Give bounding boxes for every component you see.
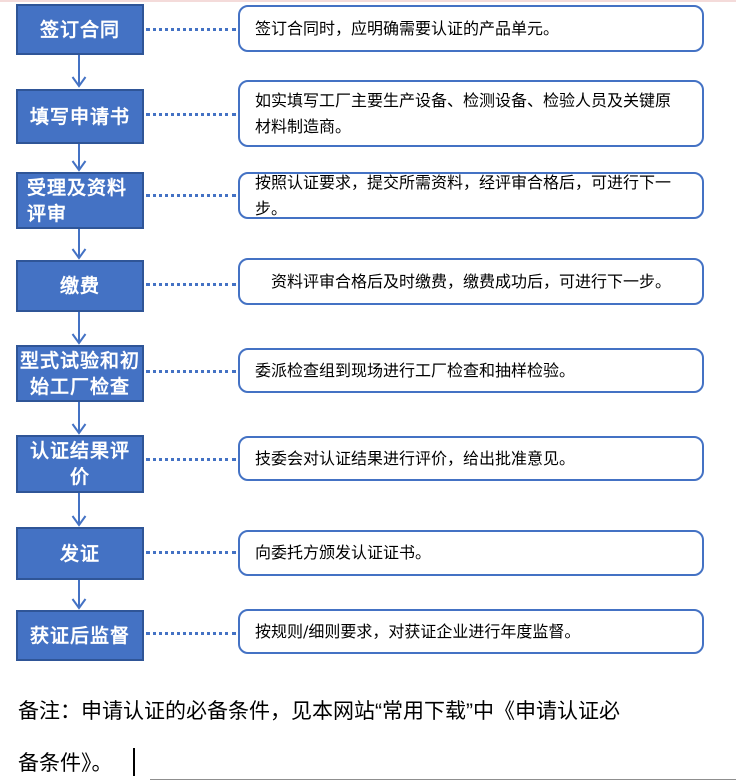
flow-note-text: 资料评审合格后及时缴费，缴费成功后，可进行下一步。 — [270, 271, 671, 291]
flow-step-box-issue-certificate[interactable]: 发证 — [16, 527, 144, 580]
flow-note-text: 按照认证要求，提交所需资料，经评审合格后，可进行下一步。 — [255, 172, 672, 218]
text-cursor — [133, 748, 135, 776]
flow-step-label: 填写申请书 — [29, 105, 130, 128]
flow-note-text: 按规则/细则要求，对获证企业进行年度监督。 — [255, 621, 581, 641]
dotted-connector — [146, 283, 236, 286]
flow-note-box[interactable]: 向委托方颁发认证证书。 — [238, 530, 704, 576]
flow-note-text: 签订合同时，应明确需要认证的产品单元。 — [255, 18, 560, 38]
down-arrow-icon — [71, 229, 87, 260]
flow-step-box-fill-application[interactable]: 填写申请书 — [16, 89, 144, 144]
flow-note-box[interactable]: 委派检查组到现场进行工厂检查和抽样检验。 — [238, 348, 704, 393]
flow-note-text: 技委会对认证结果进行评价，给出批准意见。 — [255, 448, 576, 468]
flow-step-label: 型式试验和初 始工厂检查 — [19, 349, 140, 398]
flow-note-box[interactable]: 签订合同时，应明确需要认证的产品单元。 — [238, 5, 704, 52]
flow-note-text: 如实填写工厂主要生产设备、检测设备、检验人员及关键原 材料制造商。 — [255, 90, 672, 136]
flow-step-box-sign-contract[interactable]: 签订合同 — [16, 4, 144, 55]
dotted-connector — [146, 632, 236, 635]
down-arrow-icon — [71, 144, 87, 172]
remark-paragraph[interactable]: 备注：申请认证的必备条件，见本网站“常用下载”中《申请认证必 备条件》。 — [18, 700, 620, 775]
page-bottom-border — [150, 779, 736, 780]
flow-step-label: 认证结果评 价 — [29, 440, 130, 488]
flow-step-label: 缴费 — [59, 275, 100, 297]
page-top-border — [0, 0, 736, 2]
flow-note-box[interactable]: 资料评审合格后及时缴费，缴费成功后，可进行下一步。 — [238, 258, 704, 305]
flow-note-text: 委派检查组到现场进行工厂检查和抽样检验。 — [255, 360, 576, 380]
dotted-connector — [146, 370, 236, 373]
down-arrow-icon — [71, 402, 87, 435]
flow-note-text: 向委托方颁发认证证书。 — [255, 543, 432, 562]
down-arrow-icon — [71, 580, 87, 610]
flow-step-box-post-cert-supervision[interactable]: 获证后监督 — [16, 610, 144, 661]
flow-step-label: 签订合同 — [39, 18, 120, 41]
flow-note-box[interactable]: 如实填写工厂主要生产设备、检测设备、检验人员及关键原 材料制造商。 — [238, 80, 704, 147]
flow-note-box[interactable]: 按照认证要求，提交所需资料，经评审合格后，可进行下一步。 — [238, 172, 704, 219]
down-arrow-icon — [71, 493, 87, 527]
flow-step-box-type-test-inspection[interactable]: 型式试验和初 始工厂检查 — [16, 345, 144, 402]
flow-step-label: 获证后监督 — [29, 624, 130, 647]
down-arrow-icon — [71, 55, 87, 88]
dotted-connector — [146, 458, 236, 461]
flow-note-box[interactable]: 按规则/细则要求，对获证企业进行年度监督。 — [238, 609, 704, 654]
flow-step-label: 发证 — [59, 542, 100, 565]
flow-step-box-result-evaluation[interactable]: 认证结果评 价 — [16, 435, 144, 493]
flow-note-box[interactable]: 技委会对认证结果进行评价，给出批准意见。 — [238, 436, 704, 481]
dotted-connector — [146, 194, 236, 197]
flow-step-box-payment[interactable]: 缴费 — [16, 260, 144, 312]
dotted-connector — [146, 28, 236, 31]
dotted-connector — [146, 551, 236, 554]
flow-step-box-acceptance-review[interactable]: 受理及资料 评审 — [16, 172, 144, 229]
flow-step-label: 受理及资料 评审 — [27, 176, 128, 225]
down-arrow-icon — [71, 312, 87, 345]
dotted-connector — [146, 113, 236, 116]
